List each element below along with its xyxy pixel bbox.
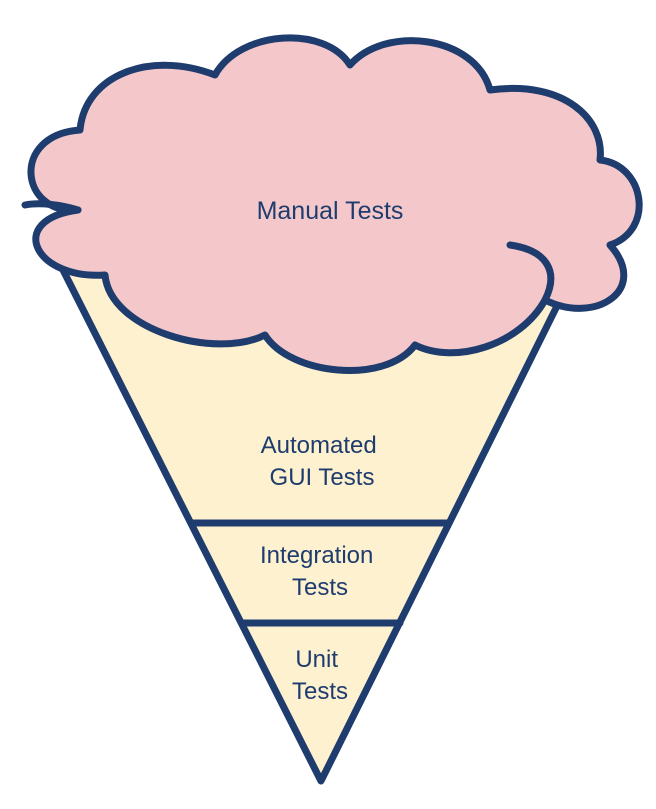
- unit-tests-line-1: Unit: [295, 646, 338, 673]
- automated-gui-tests-line-1: Automated: [261, 432, 377, 459]
- manual-tests-line-1: Manual Tests: [257, 197, 404, 225]
- integration-tests-line-2: Tests: [292, 574, 348, 601]
- automated-gui-tests-label: Automated GUI Tests: [261, 432, 384, 491]
- unit-tests-line-2: Tests: [292, 678, 348, 705]
- cloud-inner-stroke-right: [506, 241, 555, 304]
- integration-tests-line-1: Integration: [260, 542, 373, 569]
- manual-tests-label: Manual Tests: [257, 197, 404, 225]
- integration-tests-label: Integration Tests: [260, 542, 380, 601]
- cloud-shape: [27, 34, 643, 374]
- unit-tests-label: Unit Tests: [292, 646, 348, 705]
- automated-gui-tests-line-2: GUI Tests: [270, 464, 375, 491]
- cloud-inner-stroke-left: [21, 200, 82, 214]
